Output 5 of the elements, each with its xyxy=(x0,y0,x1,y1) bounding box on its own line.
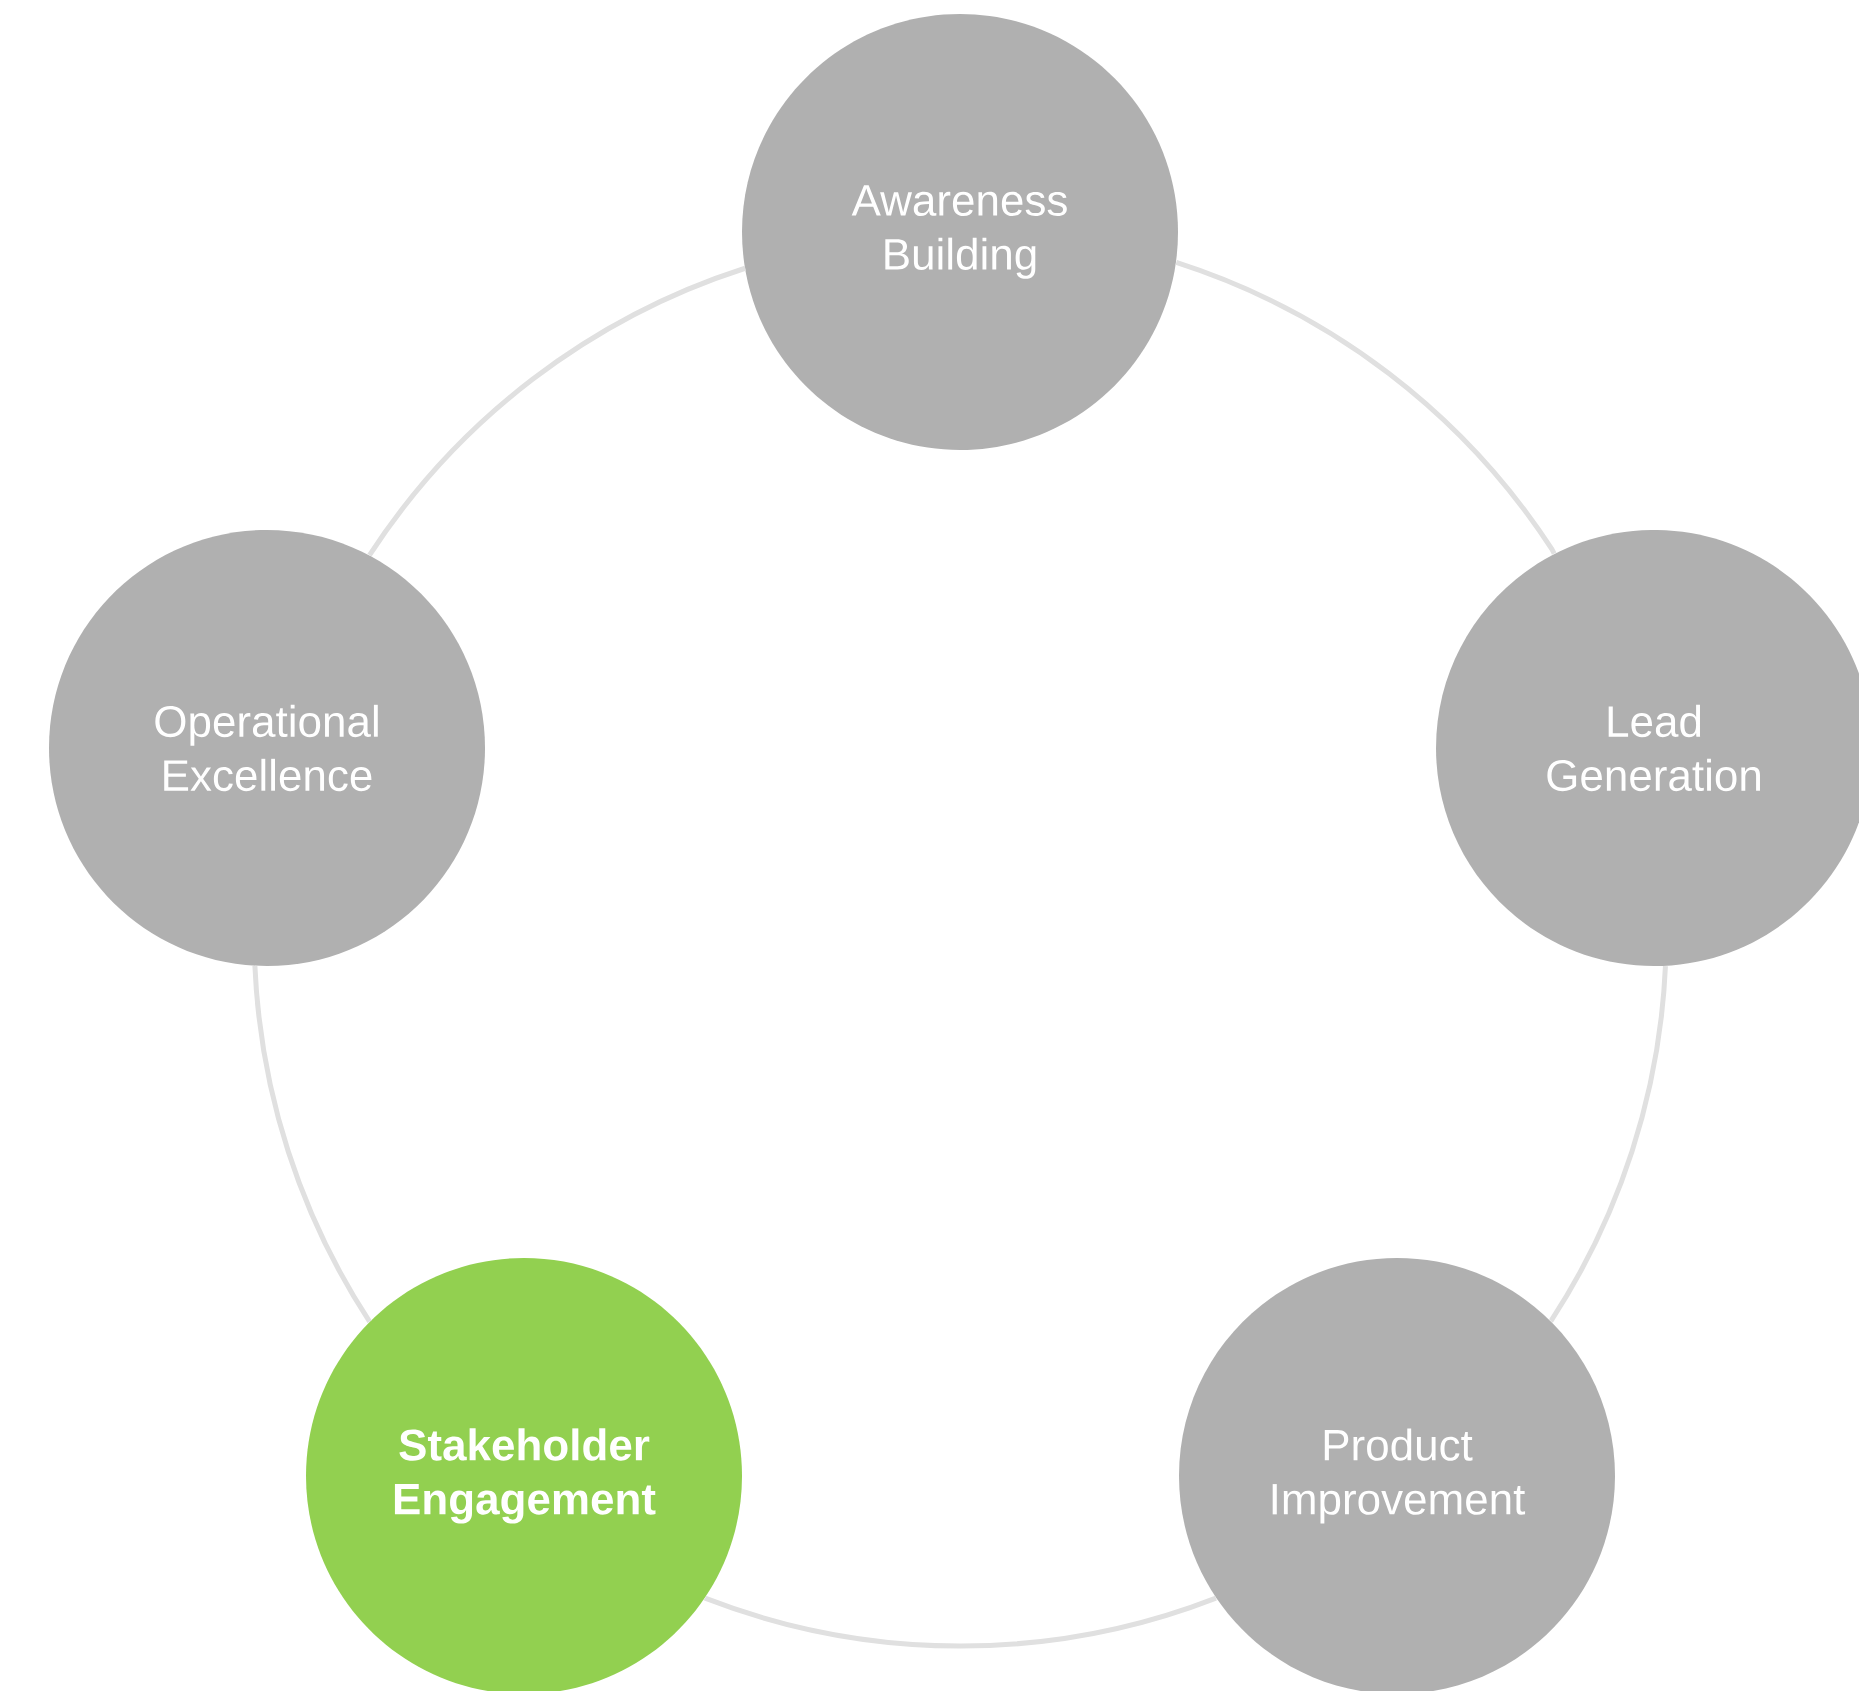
connector-arc xyxy=(252,963,372,1323)
connector-arc xyxy=(367,265,748,557)
connector-arc xyxy=(703,1595,1217,1649)
connector-arc xyxy=(1548,965,1668,1324)
connector-arc xyxy=(1175,260,1557,555)
